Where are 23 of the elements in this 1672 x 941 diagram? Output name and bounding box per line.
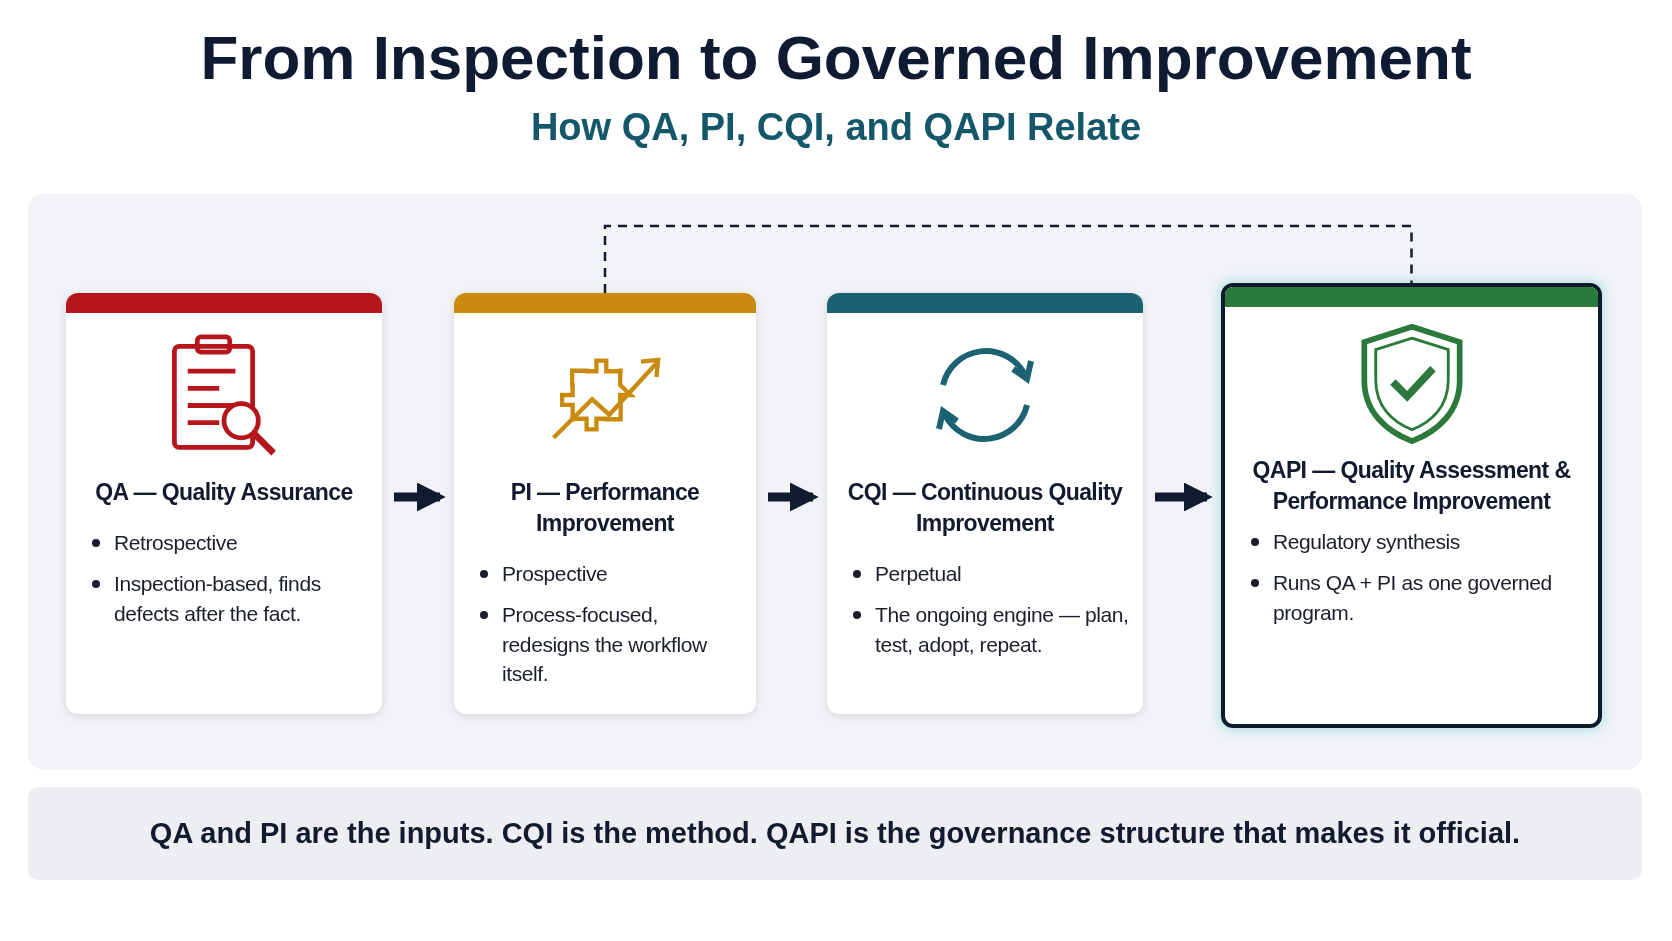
step-card (1221, 283, 1602, 728)
bullet-text: Retrospective (114, 530, 238, 557)
bullet-text: Inspection-based, finds defects after the fact. (114, 571, 322, 627)
bullet-text: Runs QA + PI as one governed program. (1273, 570, 1553, 626)
dashed-connector (603, 224, 1413, 293)
arrow (1155, 482, 1213, 512)
bullet-text: Perpetual (875, 561, 962, 588)
subtitle: How QA, PI, CQI, and QAPI Relate (529, 106, 1143, 149)
step-card (827, 293, 1143, 714)
bullet-text: The ongoing engine — plan, test, adopt, repeat. (875, 602, 1130, 658)
card-heading: PI — Performance Improvement (509, 478, 701, 539)
bullet-text: Process-focused, redesigns the workflow itself. (502, 602, 708, 688)
card-heading: QA — Quality Assurance (95, 478, 353, 507)
bullet-text: Prospective (502, 561, 608, 588)
arrow (768, 482, 819, 512)
bullet-text: Regulatory synthesis (1273, 529, 1460, 556)
card-heading: QAPI — Quality Assessment & Performance Improvement (1251, 456, 1572, 517)
card-heading: CQI — Continuous Quality Improvement (846, 478, 1124, 539)
summary-text: QA and PI are the inputs. CQI is the method. QAPI is the governance structure that makes it official. (149, 817, 1521, 850)
step-card (66, 293, 382, 714)
title: From Inspection to Governed Improvement (199, 22, 1473, 93)
step-card (454, 293, 756, 714)
arrow (394, 482, 446, 512)
